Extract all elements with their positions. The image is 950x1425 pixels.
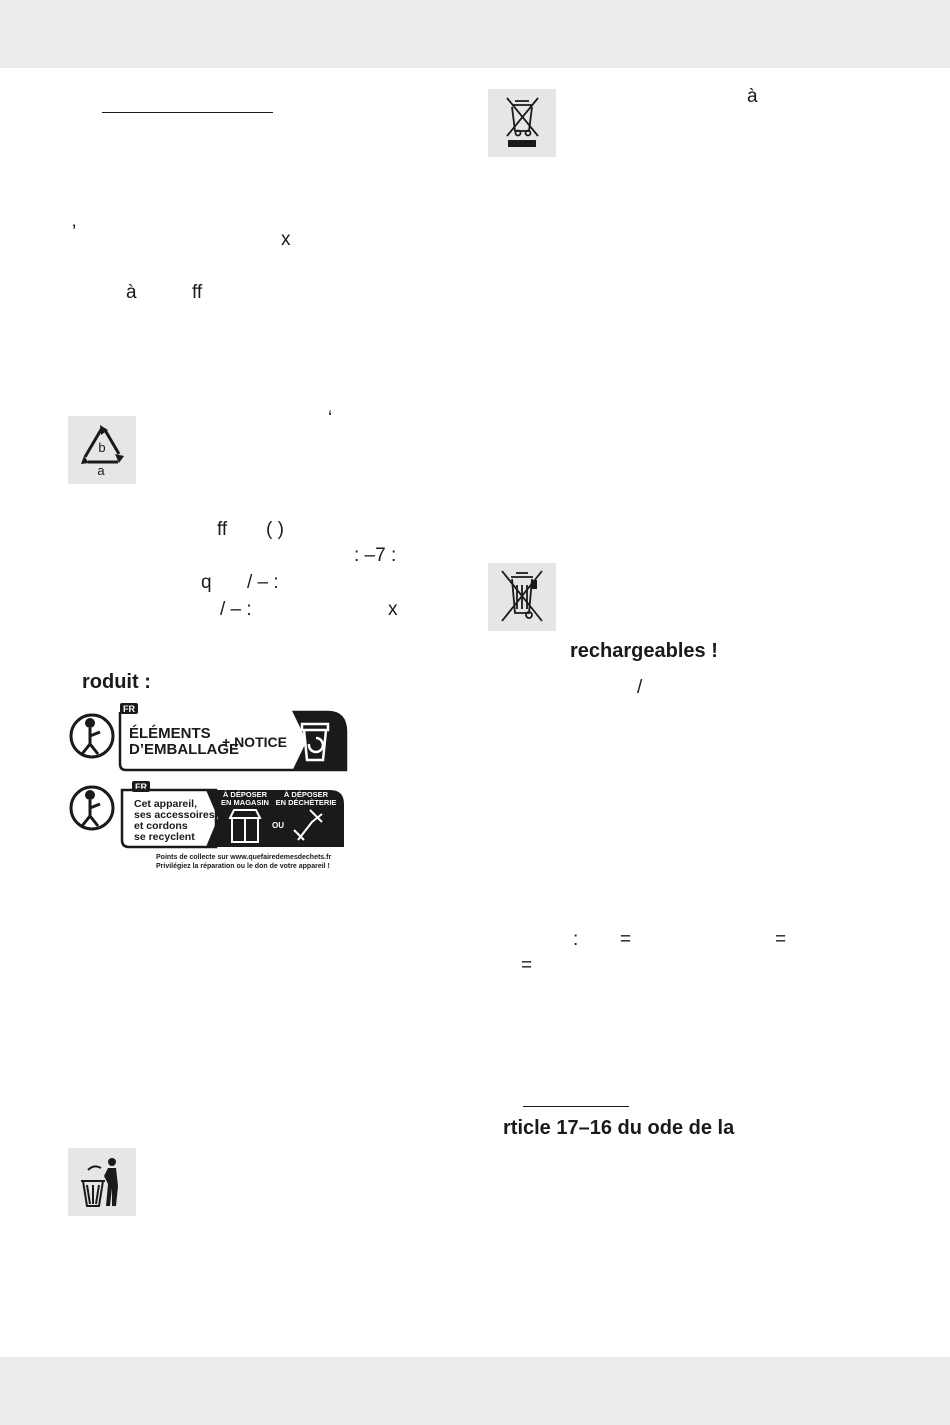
text-fragment: x	[281, 229, 291, 250]
text-fragment: =	[775, 929, 787, 950]
svg-text:ÉLÉMENTS: ÉLÉMENTS	[129, 725, 211, 742]
crossed-out-bin-icon	[488, 89, 556, 157]
rechargeables-heading: rechargeables !	[570, 640, 718, 662]
triman-packaging-logo: FR ÉLÉMENTS D’EMBALLAGE + NOTICE	[66, 702, 348, 774]
text-fragment: ff	[217, 519, 228, 540]
header-band	[0, 0, 950, 68]
triman-device-logo: FR Cet appareil, ses accessoires et cord…	[66, 780, 348, 872]
text-fragment: =	[521, 955, 533, 976]
text-fragment: :	[573, 929, 579, 950]
produit-heading: roduit :	[82, 671, 151, 693]
text-fragment: : –7 :	[354, 545, 397, 566]
text-fragment: / – :	[220, 599, 252, 620]
text-fragment: x	[388, 599, 398, 620]
recycle-code-letter-top: b	[98, 440, 105, 455]
svg-text:ses accessoires: ses accessoires	[134, 809, 215, 821]
text-fragment: à	[747, 86, 758, 107]
svg-text:À DÉPOSER: À DÉPOSER	[284, 790, 329, 799]
recycle-bin-icon	[300, 722, 330, 762]
crossed-out-battery-bin-icon	[488, 563, 556, 631]
text-fragment: / – :	[247, 572, 279, 593]
text-fragment: q	[201, 572, 212, 593]
svg-text:Cet appareil,: Cet appareil,	[134, 798, 197, 810]
section-underline	[523, 1106, 629, 1107]
text-fragment: /	[637, 677, 643, 698]
svg-text:+ NOTICE: + NOTICE	[222, 734, 287, 750]
svg-text:et cordons: et cordons	[134, 820, 188, 832]
heading-underline	[102, 112, 273, 113]
svg-text:FR: FR	[123, 704, 135, 714]
text-fragment: ( )	[266, 519, 284, 540]
text-fragment: ‘	[328, 408, 333, 429]
triman-person-icon	[69, 713, 115, 759]
text-fragment: =	[620, 929, 632, 950]
svg-text:EN MAGASIN: EN MAGASIN	[221, 798, 269, 807]
svg-text:se recyclent: se recyclent	[134, 831, 195, 843]
svg-text:EN DÉCHÈTERIE: EN DÉCHÈTERIE	[276, 798, 337, 807]
drop-off-hand-icon	[293, 809, 323, 841]
text-fragment: à	[126, 282, 137, 303]
svg-text:Points de collecte sur www.que: Points de collecte sur www.quefairedemes…	[156, 854, 331, 861]
litter-bin-icon	[68, 1148, 136, 1216]
footer-band	[0, 1357, 950, 1425]
text-fragment: ff	[192, 282, 203, 303]
svg-text:Privilégiez la réparation ou l: Privilégiez la réparation ou le don de v…	[156, 863, 330, 870]
svg-text:FR: FR	[135, 782, 147, 792]
svg-text:D’EMBALLAGE: D’EMBALLAGE	[129, 741, 239, 758]
text-fragment: ’	[72, 222, 77, 243]
article-reference: rticle 17–16 du ode de la	[503, 1117, 735, 1139]
store-icon	[228, 809, 262, 843]
triman-person-icon	[69, 785, 115, 831]
recycling-code-icon: b a	[68, 416, 136, 484]
svg-text:À DÉPOSER: À DÉPOSER	[223, 790, 268, 799]
recycle-code-letter-bottom: a	[97, 463, 105, 478]
svg-text:OU: OU	[272, 821, 284, 830]
